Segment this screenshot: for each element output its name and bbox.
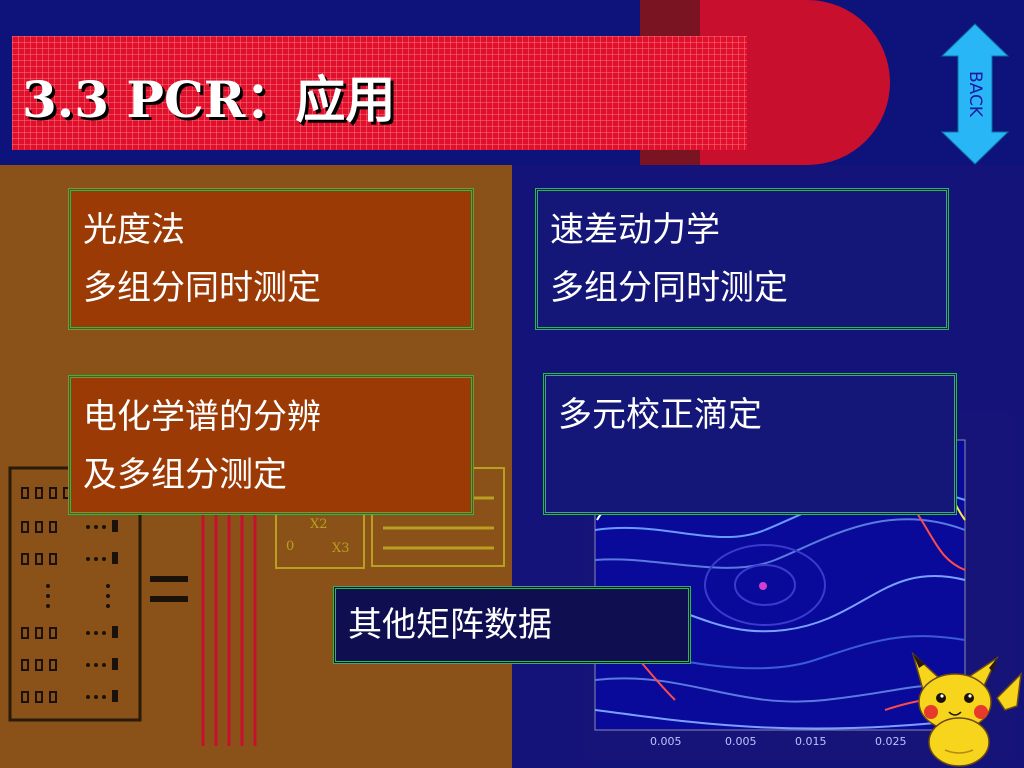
box-line: 其他矩阵数据 [348, 605, 552, 645]
box-line: 多元校正滴定 [558, 395, 762, 435]
back-button-label: BACK [965, 70, 985, 118]
box-line: 电化学谱的分辨 [83, 397, 321, 437]
matrix-label-x2: X2 [310, 517, 328, 532]
pikachu-mascot-image [911, 651, 1023, 767]
box-spectrophotometry[interactable]: 光度法 多组分同时测定 [68, 188, 474, 330]
box-line: 及多组分测定 [83, 455, 287, 495]
box-line: 多组分同时测定 [550, 268, 788, 308]
box-line: 光度法 [83, 210, 185, 250]
contour-axis-label-2: 0.005 [725, 735, 757, 748]
box-other-matrix-data[interactable]: 其他矩阵数据 [333, 586, 691, 664]
page-title: 3.3 PCR：应用 [22, 70, 396, 129]
contour-axis-label-1: 0.005 [650, 735, 682, 748]
box-line: 多组分同时测定 [83, 268, 321, 308]
box-electrochemistry[interactable]: 电化学谱的分辨 及多组分测定 [68, 375, 474, 515]
contour-axis-label-3: 0.015 [795, 735, 827, 748]
matrix-illustration: X2 0 X3 [8, 466, 505, 746]
box-titration[interactable]: 多元校正滴定 [543, 373, 957, 515]
box-line: 速差动力学 [550, 210, 720, 250]
title-banner: 3.3 PCR：应用 [12, 36, 747, 150]
matrix-label-x3: X3 [332, 541, 350, 556]
contour-axis-label-4: 0.025 [875, 735, 907, 748]
back-button[interactable]: BACK [940, 22, 1010, 166]
double-arrow-icon [940, 23, 1010, 165]
matrix-label-zero: 0 [286, 539, 294, 554]
box-kinetics[interactable]: 速差动力学 多组分同时测定 [535, 188, 949, 330]
